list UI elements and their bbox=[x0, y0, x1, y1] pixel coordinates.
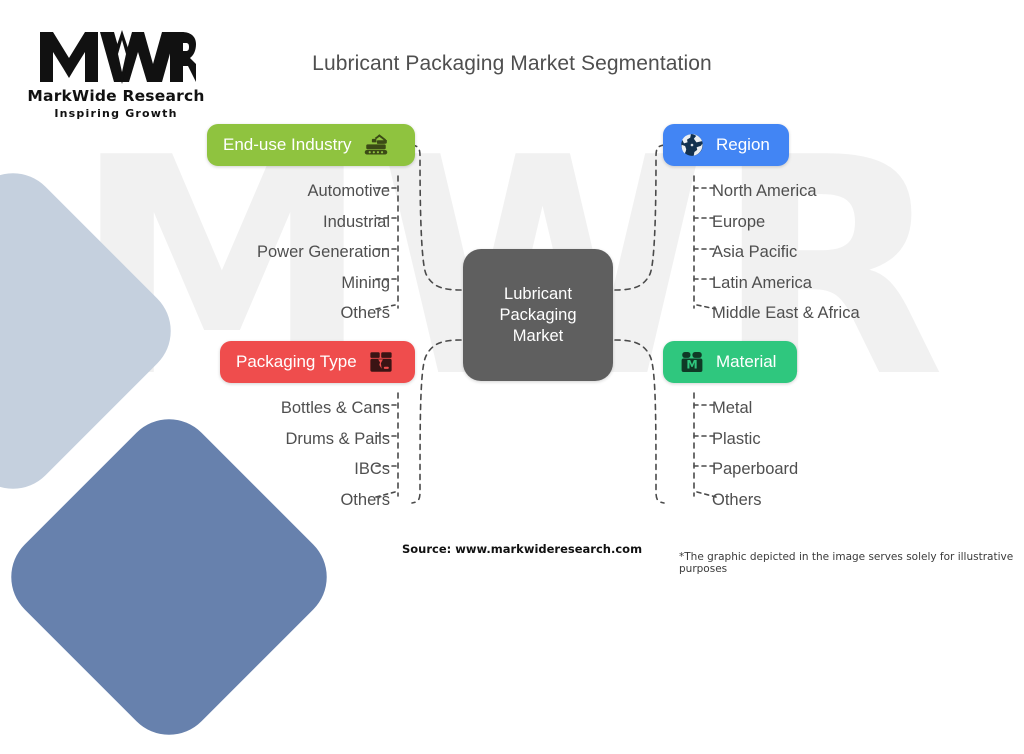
brand-name: MarkWide Research bbox=[27, 87, 205, 105]
brand-tagline: Inspiring Growth bbox=[54, 107, 178, 120]
branch-node-packaging-type[interactable]: Packaging Type bbox=[220, 341, 415, 383]
center-node-lubricant-packaging-market[interactable]: Lubricant Packaging Market bbox=[463, 249, 613, 381]
leaf-item[interactable]: Others bbox=[712, 490, 762, 509]
leaf-item[interactable]: Paperboard bbox=[712, 460, 799, 478]
source-attribution: Source: www.markwideresearch.com bbox=[402, 542, 643, 556]
leaf-item[interactable]: Others bbox=[340, 490, 390, 509]
leaf-item[interactable]: Automotive bbox=[307, 182, 390, 200]
leaf-list-end-use-industry: Automotive Industrial Power Generation M… bbox=[60, 176, 390, 329]
leaf-list-packaging-type: Bottles & Cans Drums & Pails IBCs Others bbox=[100, 393, 390, 515]
leaf-list-material: Metal Plastic Paperboard Others bbox=[712, 393, 1012, 515]
center-label-line-1: Lubricant bbox=[504, 284, 572, 303]
center-label-line-3: Market bbox=[512, 326, 564, 345]
package-box-icon bbox=[370, 352, 392, 372]
globe-icon bbox=[681, 134, 703, 156]
leaf-list-region: North America Europe Asia Pacific Latin … bbox=[712, 176, 1012, 329]
branch-label-region: Region bbox=[716, 135, 770, 154]
branch-label-material: Material bbox=[716, 352, 777, 371]
svg-text:M: M bbox=[686, 358, 697, 372]
leaf-item[interactable]: Industrial bbox=[323, 212, 390, 231]
branch-node-material[interactable]: M Material bbox=[663, 341, 797, 383]
branch-label-end-use-industry: End-use Industry bbox=[223, 135, 352, 154]
leaf-item[interactable]: Metal bbox=[712, 399, 753, 417]
leaf-item[interactable]: Asia Pacific bbox=[712, 243, 798, 261]
leaf-item[interactable]: IBCs bbox=[354, 460, 390, 478]
leaf-item[interactable]: Latin America bbox=[712, 273, 812, 292]
branch-node-region[interactable]: Region bbox=[663, 124, 789, 166]
leaf-item[interactable]: Power Generation bbox=[257, 243, 390, 261]
center-label-line-2: Packaging bbox=[499, 305, 577, 324]
material-box-icon: M bbox=[681, 352, 703, 372]
center-node-label: Lubricant Packaging Market bbox=[499, 284, 576, 347]
brand-logo: MarkWide Research Inspiring Growth bbox=[26, 28, 206, 120]
leaf-item[interactable]: Bottles & Cans bbox=[280, 399, 390, 417]
branch-node-end-use-industry[interactable]: End-use Industry bbox=[207, 124, 415, 166]
leaf-item[interactable]: North America bbox=[712, 182, 817, 200]
excavator-icon bbox=[364, 134, 387, 155]
leaf-item[interactable]: Mining bbox=[341, 273, 390, 292]
disclaimer-note: *The graphic depicted in the image serve… bbox=[679, 551, 1014, 575]
infographic-canvas: MWR MarkWide Research Inspiring Growth bbox=[0, 28, 1014, 754]
leaf-item[interactable]: Europe bbox=[712, 212, 766, 231]
page-title: Lubricant Packaging Market Segmentation bbox=[312, 52, 712, 75]
leaf-item[interactable]: Plastic bbox=[712, 429, 761, 448]
branch-label-packaging-type: Packaging Type bbox=[236, 352, 357, 371]
leaf-item[interactable]: Others bbox=[340, 304, 390, 322]
leaf-item[interactable]: Drums & Pails bbox=[285, 429, 390, 448]
leaf-item[interactable]: Middle East & Africa bbox=[712, 304, 860, 322]
mwr-logo-icon bbox=[40, 30, 196, 84]
